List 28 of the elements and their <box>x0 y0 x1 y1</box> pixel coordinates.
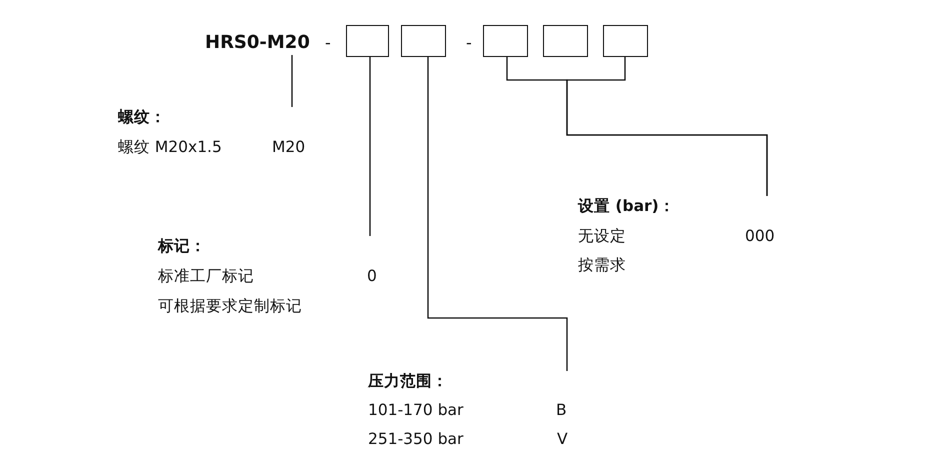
option-code: V <box>557 429 568 449</box>
spec-heading: 压力范围： <box>368 371 448 391</box>
option-text: 按需求 <box>578 255 626 275</box>
option-code: 000 <box>745 226 775 246</box>
code-slot-box <box>603 25 648 57</box>
code-slot-box <box>401 25 446 57</box>
separator-dash: - <box>466 33 472 53</box>
option-text: 标准工厂标记 <box>158 266 254 286</box>
leader-line <box>291 55 293 107</box>
model-code: HRS0-M20 <box>205 31 317 55</box>
option-text: 101-170 bar <box>368 400 464 420</box>
spec-heading: 设置 (bar)： <box>578 196 675 216</box>
code-slot-box <box>483 25 528 57</box>
code-slot-box <box>543 25 588 57</box>
option-code: 0 <box>367 266 377 286</box>
option-text: 螺纹 M20x1.5 <box>118 137 222 157</box>
option-text: 251-350 bar <box>368 429 464 449</box>
spec-heading: 螺纹： <box>118 107 166 127</box>
option-text: 无设定 <box>578 226 626 246</box>
code-slot-box <box>346 25 389 57</box>
option-code: B <box>556 400 567 420</box>
leader-line <box>566 57 768 196</box>
option-code: M20 <box>272 137 306 157</box>
spec-heading: 标记： <box>158 236 206 256</box>
leader-line <box>427 57 568 371</box>
option-text: 可根据要求定制标记 <box>158 296 302 316</box>
leader-line <box>369 57 371 236</box>
separator-dash: - <box>325 33 331 53</box>
